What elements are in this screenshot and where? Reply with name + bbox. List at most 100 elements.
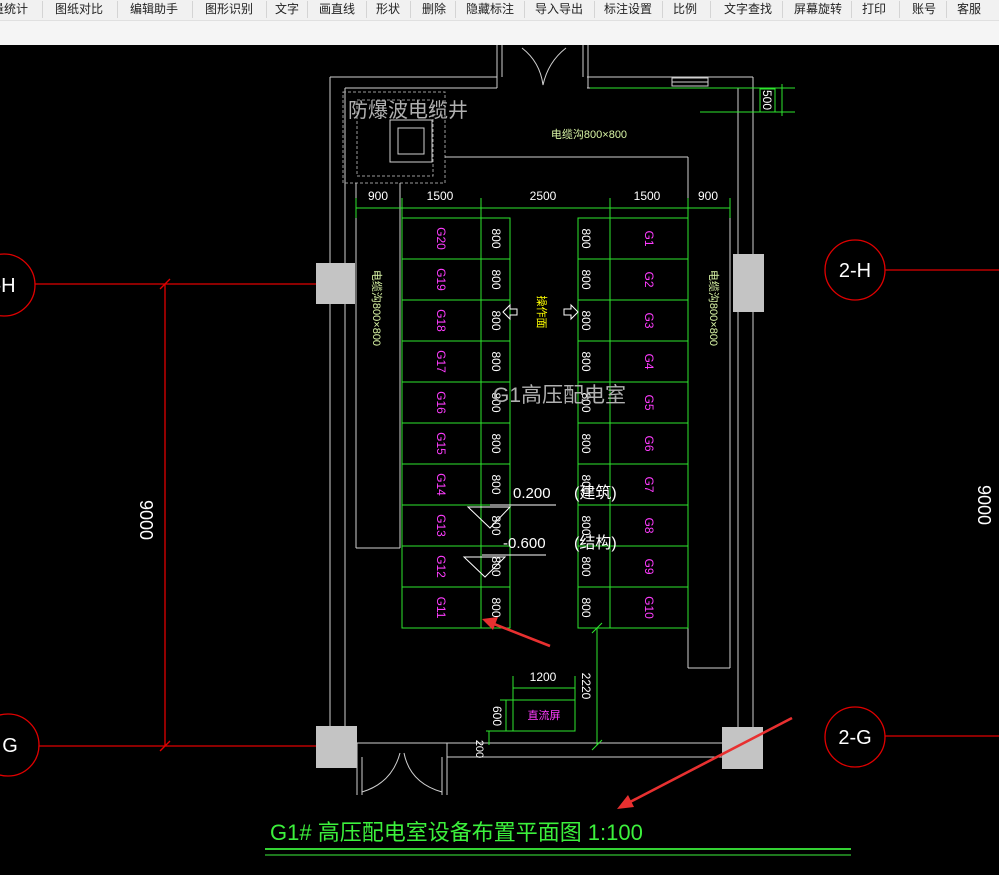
menu-import-export[interactable]: 导入导出	[535, 2, 584, 16]
structural-columns	[316, 254, 764, 769]
cabinet-depth-label: 800	[489, 392, 503, 412]
menu-screen-rotate[interactable]: 屏幕旋转	[794, 2, 843, 16]
dc-panel-area: 2220 直流屏 1200 600 200	[473, 622, 603, 758]
trench-label-right: 电缆沟800×800	[707, 270, 720, 346]
elevation-struct: -0.600	[503, 535, 546, 552]
trench-label-top: 电缆沟800×800	[551, 128, 627, 141]
menu-quantity-stats[interactable]: 量统计	[0, 2, 29, 16]
menu-delete[interactable]: 删除	[422, 2, 447, 16]
menu-scale[interactable]: 比例	[673, 2, 698, 16]
axis-label-right-lower: 2-G	[838, 727, 871, 749]
cabinet-depth-label: 800	[579, 474, 593, 494]
cabinet-label-left: G13	[434, 514, 448, 537]
top-right-dimension: 500	[590, 84, 795, 116]
column	[722, 727, 763, 769]
menu-hide-annotations[interactable]: 隐藏标注	[466, 2, 515, 16]
toolbar-separator	[524, 1, 525, 18]
dimension-tick	[159, 278, 171, 290]
toolbar-separator	[307, 1, 308, 18]
door-swing-bottom	[361, 752, 401, 793]
axis-bubble-left-upper	[0, 253, 36, 317]
cabinet-label-right: G4	[642, 353, 656, 369]
cabinet-depth-label: 800	[579, 597, 593, 617]
drawing-canvas[interactable]: -H G 9000 2-H 2-G 9000	[0, 45, 999, 875]
elevation-triangle-icon	[466, 506, 512, 529]
cabinet-label-left: G15	[434, 432, 448, 455]
cable-shaft-outline	[342, 91, 446, 184]
drawing-title: G1# 高压配电室设备布置平面图 1:100	[270, 820, 643, 845]
cable-shaft-hatch-inner	[397, 127, 425, 155]
drawing-title-block: G1# 高压配电室设备布置平面图 1:100	[265, 820, 851, 856]
top-dimension-chain: 900 1500 2500 1500 900	[355, 189, 731, 218]
column	[733, 254, 764, 312]
cable-shaft: 防爆波电缆井	[342, 91, 468, 184]
cabinet-label-left: G12	[434, 555, 448, 578]
cabinet-label-left: G20	[434, 227, 448, 250]
menu-annotation-settings[interactable]: 标注设置	[604, 2, 653, 16]
axis-bubble-left-lower	[0, 713, 40, 777]
cabinet-depth-label: 800	[489, 269, 503, 289]
menu-support[interactable]: 客服	[957, 2, 982, 16]
room-name: G1高压配电室	[493, 384, 626, 407]
toolbar-separator	[42, 1, 43, 18]
toolbar-separator	[366, 1, 367, 18]
toolbar-separator	[662, 1, 663, 18]
elevation-struct-note: (结构)	[574, 534, 617, 552]
column	[316, 726, 357, 768]
cabinet-cell	[480, 586, 511, 629]
menu-edit-assistant[interactable]: 编辑助手	[130, 2, 179, 16]
arrow-right-icon	[563, 303, 579, 321]
toolbar-separator	[851, 1, 852, 18]
cabinet-label-right: G9	[642, 558, 656, 574]
dimension-tick	[159, 740, 171, 752]
menu-drawing-compare[interactable]: 图纸对比	[55, 2, 104, 16]
toolbar-separator	[782, 1, 783, 18]
cabinet-label-right: G6	[642, 435, 656, 451]
elevation-arch: 0.200	[513, 485, 551, 502]
cabinet-label-right: G7	[642, 476, 656, 492]
cabinet-cell	[609, 586, 689, 629]
cabinet-label-left: G11	[434, 597, 448, 619]
toolbar-separator	[266, 1, 267, 18]
annotation-arrow	[629, 716, 793, 804]
cabinet-label-left: G18	[434, 309, 448, 332]
cabinet-depth-label: 800	[579, 228, 593, 248]
dimension-box	[759, 88, 776, 113]
door-swing-top	[521, 47, 567, 86]
toolbar-separator	[192, 1, 193, 18]
cabinet-depth-label: 800	[489, 474, 503, 494]
menu-shape[interactable]: 形状	[376, 2, 401, 16]
dimension-panel-offset: 200	[473, 740, 485, 758]
menu-text-search[interactable]: 文字查找	[724, 2, 773, 16]
arrowhead-icon	[482, 617, 498, 630]
elevation-arch-note: (建筑)	[574, 484, 617, 502]
cabinet-depth-label: 800	[579, 392, 593, 412]
dimension-right-span: 9000	[974, 485, 994, 525]
cabinet-label-right: G10	[642, 596, 656, 619]
menu-print[interactable]: 打印	[862, 2, 887, 16]
dimension-top-5: 900	[698, 189, 718, 203]
cabinet-label-left: G16	[434, 391, 448, 414]
cabinet-label-right: G3	[642, 312, 656, 328]
cabinet-depth-label: 800	[489, 228, 503, 248]
cabinet-depth-label: 800	[579, 433, 593, 453]
toolbar-separator	[410, 1, 411, 18]
menu-text[interactable]: 文字	[275, 2, 300, 16]
menu-draw-line[interactable]: 画直线	[319, 2, 356, 16]
dimension-top-2: 1500	[427, 189, 454, 203]
cabinet-depth-label: 800	[579, 310, 593, 330]
toolbar-strip	[0, 21, 999, 45]
toolbar-separator	[455, 1, 456, 18]
menu-shape-recognition[interactable]: 图形识别	[205, 2, 254, 16]
annotation-arrows	[482, 617, 793, 809]
axis-label-right-upper: 2-H	[839, 260, 871, 282]
menu-account[interactable]: 账号	[912, 2, 937, 16]
axis-grid: -H G 9000 2-H 2-G 9000	[0, 239, 999, 777]
dimension-left-span: 9000	[136, 500, 156, 540]
axis-label-left-lower: G	[2, 735, 18, 757]
cabinet-depth-label: 800	[489, 597, 503, 617]
cabinet-label-right: G2	[642, 271, 656, 287]
dimension-top-4: 1500	[634, 189, 661, 203]
toolbar: 量统计 图纸对比 编辑助手 图形识别 文字 画直线 形状 删除 隐藏标注 导入导…	[0, 0, 999, 21]
